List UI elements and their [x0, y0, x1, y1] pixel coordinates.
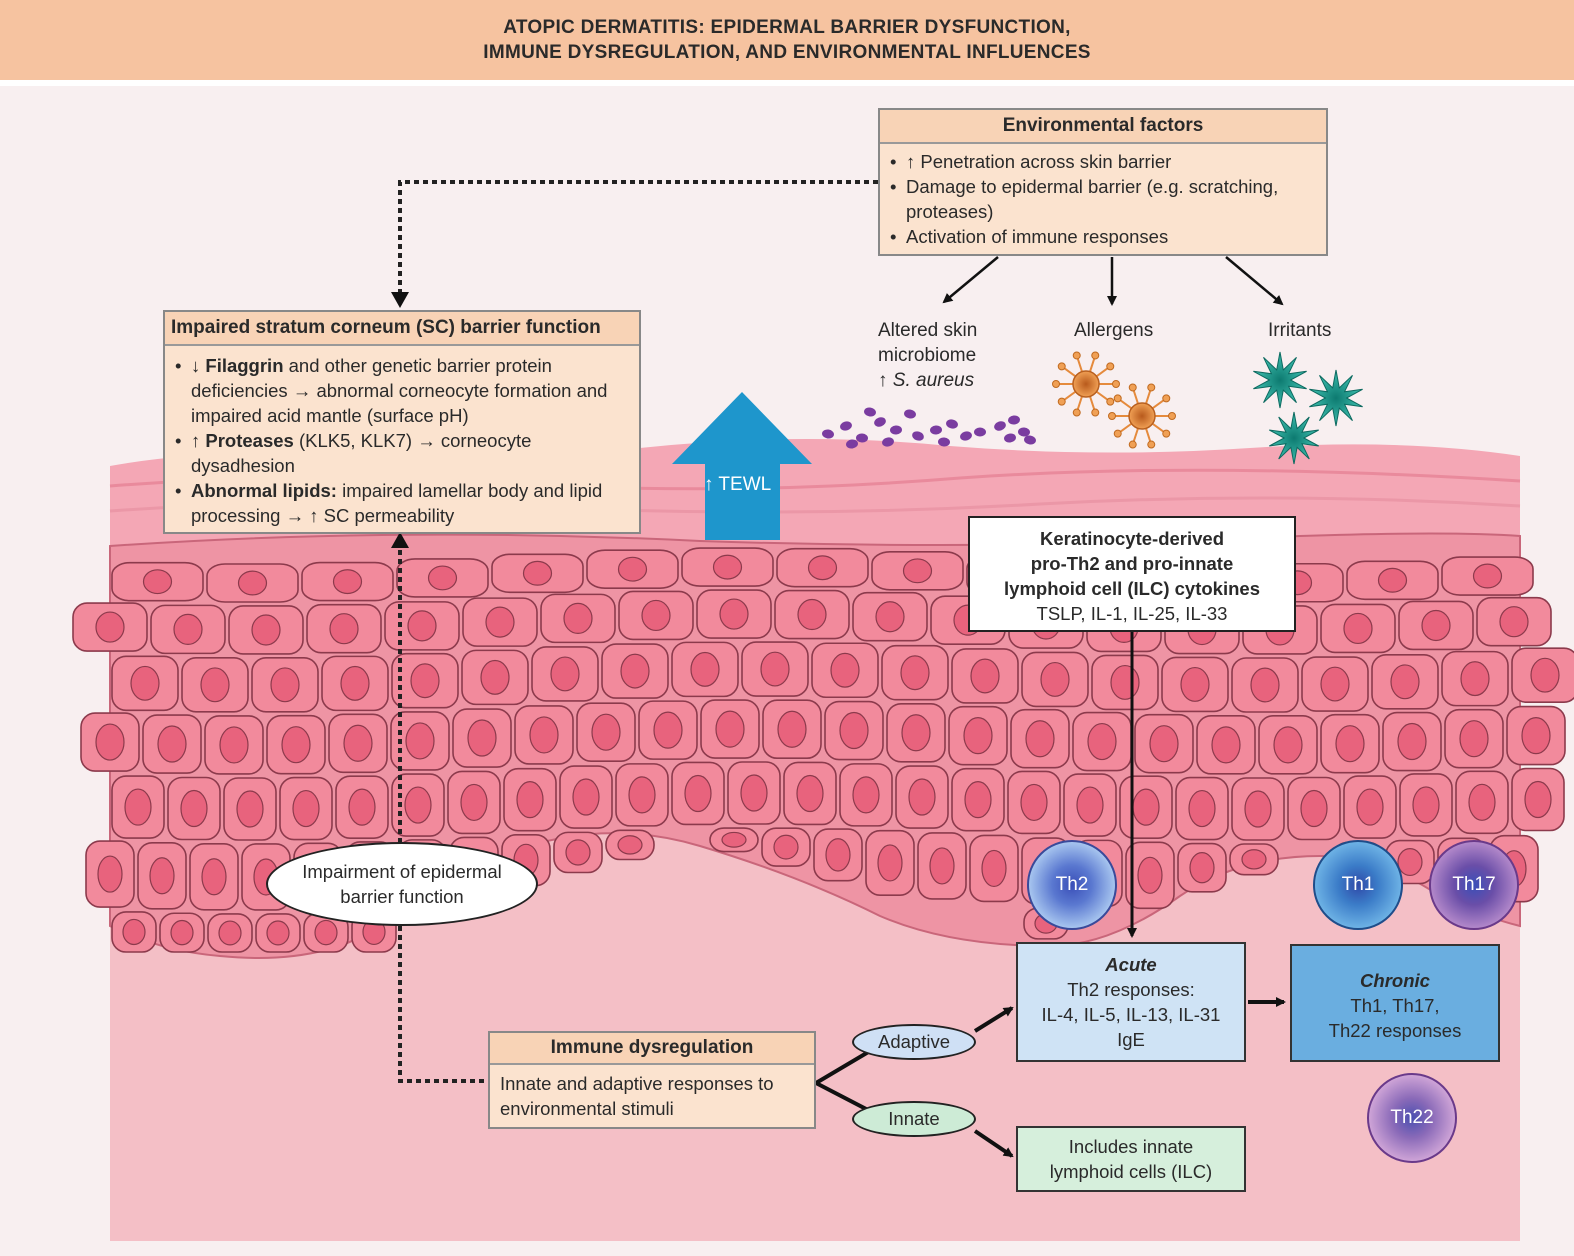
adaptive-ellipse: Adaptive [852, 1024, 976, 1060]
arrow-to-irritants [1225, 256, 1284, 306]
irritant-icon [1253, 351, 1363, 465]
env-bullet-3: Activation of immune responses [890, 224, 1316, 249]
tewl-label: ↑ TEWL [704, 474, 772, 495]
dotted-link-environment [398, 180, 878, 296]
tewl-arrow [672, 392, 812, 540]
ilc-box: Includes innate lymphoid cells (ILC) [1016, 1126, 1246, 1192]
allergens-label: Allergens [1074, 320, 1154, 341]
environmental-factors-heading: Environmental factors [880, 110, 1326, 144]
sc-bullet-3: Abnormal lipids: impaired lamellar body … [175, 478, 629, 528]
keratinocyte-cytokines-box: Keratinocyte-derived pro-Th2 and pro-inn… [968, 516, 1296, 632]
innate-ellipse: Innate [852, 1101, 976, 1137]
title-bar: ATOPIC DERMATITIS: EPIDERMAL BARRIER DYS… [0, 0, 1574, 80]
th2-label: Th2 [1055, 874, 1089, 895]
th2-cell [1027, 840, 1117, 930]
diagram-panel: Environmental factors ↑ Penetration acro… [0, 86, 1574, 1256]
chronic-box: Chronic Th1, Th17, Th22 responses [1290, 944, 1500, 1062]
acute-box: Acute Th2 responses: IL-4, IL-5, IL-13, … [1016, 942, 1246, 1062]
sc-barrier-heading: Impaired stratum corneum (SC) barrier fu… [165, 312, 639, 346]
th17-label: Th17 [1452, 874, 1496, 895]
sc-bullet-2: ↑ Proteases (KLK5, KLK7) → corneocyte dy… [175, 428, 629, 478]
sc-bullet-1: ↓ Filaggrin and other genetic barrier pr… [175, 353, 629, 428]
th1-cell [1313, 840, 1403, 930]
allergen-icon [1052, 351, 1176, 449]
env-bullet-1: ↑ Penetration across skin barrier [890, 149, 1316, 174]
impairment-ellipse: Impairment of epidermal barrier function [266, 842, 538, 926]
sc-barrier-box: Impaired stratum corneum (SC) barrier fu… [163, 310, 641, 534]
environmental-factors-box: Environmental factors ↑ Penetration acro… [878, 108, 1328, 256]
dotted-link-barrier [398, 541, 488, 1083]
env-bullet-2: Damage to epidermal barrier (e.g. scratc… [890, 174, 1316, 224]
title-line-2: IMMUNE DYSREGULATION, AND ENVIRONMENTAL … [483, 42, 1091, 63]
irritants-label: Irritants [1268, 320, 1332, 341]
arrow-to-microbiome [942, 256, 999, 304]
th17-cell [1429, 840, 1519, 930]
th22-cell [1367, 1073, 1457, 1163]
immune-dysregulation-box: Immune dysregulation Innate and adaptive… [488, 1031, 816, 1129]
microbiome-label: Altered skin microbiome ↑ S. aureus [878, 320, 978, 391]
s-aureus-bacteria [822, 407, 1036, 449]
title-line-1: ATOPIC DERMATITIS: EPIDERMAL BARRIER DYS… [503, 17, 1071, 38]
th1-label: Th1 [1341, 874, 1375, 895]
th22-label: Th22 [1390, 1107, 1434, 1128]
